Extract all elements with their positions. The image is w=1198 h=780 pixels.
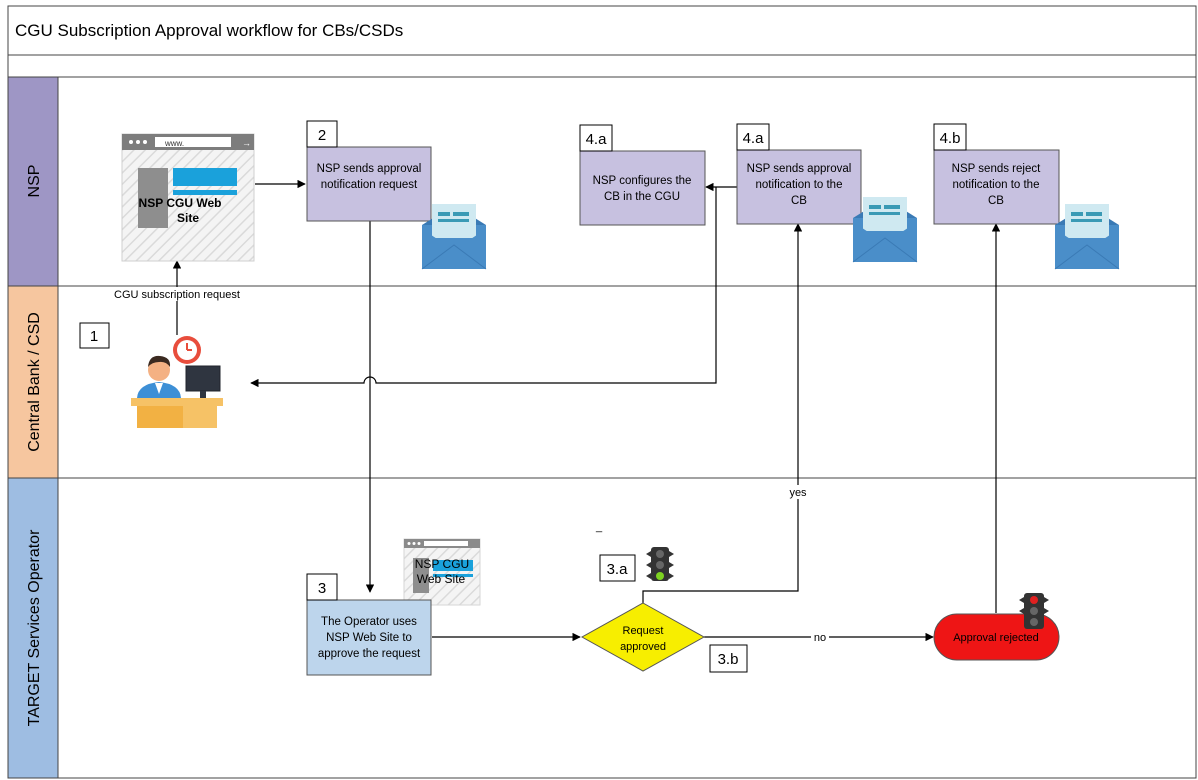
- step-1-number: 1: [90, 328, 98, 345]
- step-4b-badge: [933, 123, 967, 151]
- small-website-label-1: NSP CGU: [415, 557, 469, 571]
- step-3-number: 3: [318, 580, 326, 597]
- step-3a-badge: [599, 554, 636, 582]
- nsp-request-text-1: NSP sends approval: [317, 163, 422, 175]
- url-text: www.: [164, 139, 184, 148]
- approval-notif-text-2: notification to the: [756, 179, 843, 191]
- step-2-number: 2: [318, 127, 326, 144]
- red-traffic-light-icon: [1019, 593, 1049, 629]
- diagram-frame: [7, 5, 1197, 779]
- subscription-request-label: CGU subscription request: [114, 289, 240, 301]
- operator-text-1: The Operator uses: [321, 616, 417, 628]
- lane-label-nsp: NSP: [26, 165, 43, 198]
- reject-notif-text-2: notification to the: [953, 179, 1040, 191]
- step-4a-left-number: 4.a: [586, 131, 608, 148]
- website-label-line1: NSP CGU Web: [139, 196, 222, 210]
- rejected-text: Approval rejected: [953, 632, 1039, 644]
- lane-header-operator: [7, 477, 59, 779]
- diagram-title: CGU Subscription Approval workflow for C…: [15, 21, 403, 40]
- step-2-badge: [306, 120, 338, 148]
- envelope-icon: [421, 204, 487, 270]
- person-at-desk-icon: [131, 336, 223, 428]
- operator-text-3: approve the request: [318, 648, 421, 660]
- reject-notification-box: [933, 149, 1060, 225]
- request-approved-decision: [580, 602, 706, 672]
- step-3b-number: 3.b: [718, 651, 739, 668]
- envelope-icon: [852, 197, 918, 263]
- step-4a-right-badge: [736, 123, 770, 151]
- configure-text-2: CB in the CGU: [604, 191, 680, 203]
- small-web-site-icon: NSP CGU Web Site: [403, 538, 481, 606]
- step-3-badge: [306, 573, 338, 601]
- envelope-icon: [1054, 204, 1120, 270]
- step-4b-number: 4.b: [940, 130, 961, 147]
- decision-text-1: Request: [623, 625, 664, 637]
- yes-label: yes: [789, 487, 807, 499]
- nsp-request-box: [306, 146, 432, 222]
- website-label-line2: Site: [177, 211, 199, 225]
- step-3a-number: 3.a: [607, 561, 629, 578]
- nsp-request-text-2: notification request: [321, 179, 418, 191]
- svg-text:→: →: [242, 138, 251, 148]
- approval-notification-box: [736, 149, 862, 225]
- operator-text-2: NSP Web Site to: [326, 632, 412, 644]
- small-website-label-2: Web Site: [417, 572, 466, 586]
- no-label: no: [814, 632, 826, 644]
- dash-mark: _: [595, 521, 603, 533]
- decision-text-2: approved: [620, 641, 666, 653]
- configure-cb-box: [579, 150, 706, 226]
- lane-header-nsp: [7, 76, 59, 287]
- step-1-badge: [79, 322, 110, 349]
- lane-label-central-bank: Central Bank / CSD: [26, 312, 43, 452]
- step-3b-badge: [709, 644, 748, 673]
- operator-approve-box: [306, 599, 432, 676]
- approval-notif-text-3: CB: [791, 195, 807, 207]
- configure-text-1: NSP configures the: [593, 175, 692, 187]
- green-traffic-light-icon: [646, 547, 674, 581]
- nsp-web-site-icon: www. → NSP CGU Web Site: [121, 133, 255, 262]
- step-4a-right-number: 4.a: [743, 130, 765, 147]
- step-4a-left-badge: [579, 124, 613, 152]
- reject-notif-text-3: CB: [988, 195, 1004, 207]
- lane-label-operator: TARGET Services Operator: [26, 529, 43, 726]
- reject-notif-text-1: NSP sends reject: [952, 163, 1041, 175]
- approval-notif-text-1: NSP sends approval: [747, 163, 852, 175]
